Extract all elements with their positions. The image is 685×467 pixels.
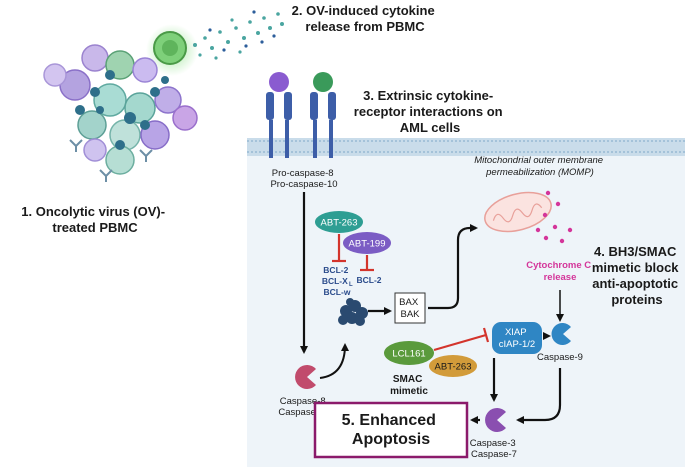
arrow-bax-to-mito <box>428 224 478 310</box>
cytokine-dots-2 <box>208 10 276 52</box>
receptor-green-icon <box>310 72 336 158</box>
cytochrome-label: Cytochrome C release <box>526 260 594 283</box>
tbid-cluster-icon <box>338 298 368 326</box>
bcl-right-label: BCL-2 <box>356 275 381 285</box>
abt263-bottom-label: ABT-263 <box>435 362 472 373</box>
xiap-box <box>492 322 542 354</box>
abt263-bottom-pill <box>429 355 477 377</box>
step-1-label: 1. Oncolytic virus (OV)- treated PBMC <box>21 204 168 235</box>
abt263-top-label: ABT-263 <box>321 218 358 229</box>
step-5-label: 5. Enhanced Apoptosis <box>342 412 441 448</box>
abt199-label: ABT-199 <box>349 239 386 250</box>
step-3-label: 3. Extrinsic cytokine- receptor interact… <box>354 88 506 135</box>
bax-bak-label: BAX BAK <box>399 297 421 320</box>
inhibit-abt199-bcl2 <box>360 255 374 272</box>
step-2-label: 2. OV-induced cytokine release from PBMC <box>292 3 439 34</box>
bax-bak-box <box>394 292 426 324</box>
abt263-top-pill <box>315 211 363 233</box>
mitochondrion-icon <box>484 191 552 233</box>
inhibit-abt263-bcl <box>332 234 346 263</box>
cytokine-dots <box>193 12 284 60</box>
step-4-label: 4. BH3/SMAC mimetic block anti-apoptotic… <box>592 244 682 307</box>
caspase3-icon <box>485 408 506 433</box>
xiap-label: XIAP cIAP-1/2 <box>499 327 535 350</box>
arrow-caspase8-to-bid <box>319 343 349 379</box>
caspase3-label: Caspase-3 Caspase-7 <box>470 438 519 460</box>
caspase8-icon <box>295 365 316 389</box>
inhibit-smac-xiap <box>433 327 490 352</box>
lcl161-label: LCL161 <box>392 349 425 360</box>
bcl-xl-subscript: L <box>349 282 353 288</box>
receptor-purple-icon <box>266 72 292 158</box>
lcl161-pill <box>384 341 434 365</box>
cytochrome-dots <box>535 190 573 244</box>
smac-label: SMAC mimetic <box>390 374 428 397</box>
enhanced-apoptosis-box <box>313 401 469 459</box>
caspase8-label: Caspase-8 Caspase-10 <box>278 396 329 418</box>
caspase9-icon <box>551 323 571 345</box>
caspase9-label: Caspase-9 <box>537 352 583 363</box>
procaspase-label: Pro-caspase-8 Pro-caspase-10 <box>270 168 337 190</box>
momp-label: Mitochondrial outer membrane permeabiliz… <box>474 155 605 178</box>
arrow-casp9-to-casp3 <box>516 368 562 424</box>
bcl-left-label: BCL-2 BCL-X BCL-w <box>322 265 351 297</box>
pbmc-cluster-image <box>43 24 198 182</box>
abt199-pill <box>343 232 391 254</box>
